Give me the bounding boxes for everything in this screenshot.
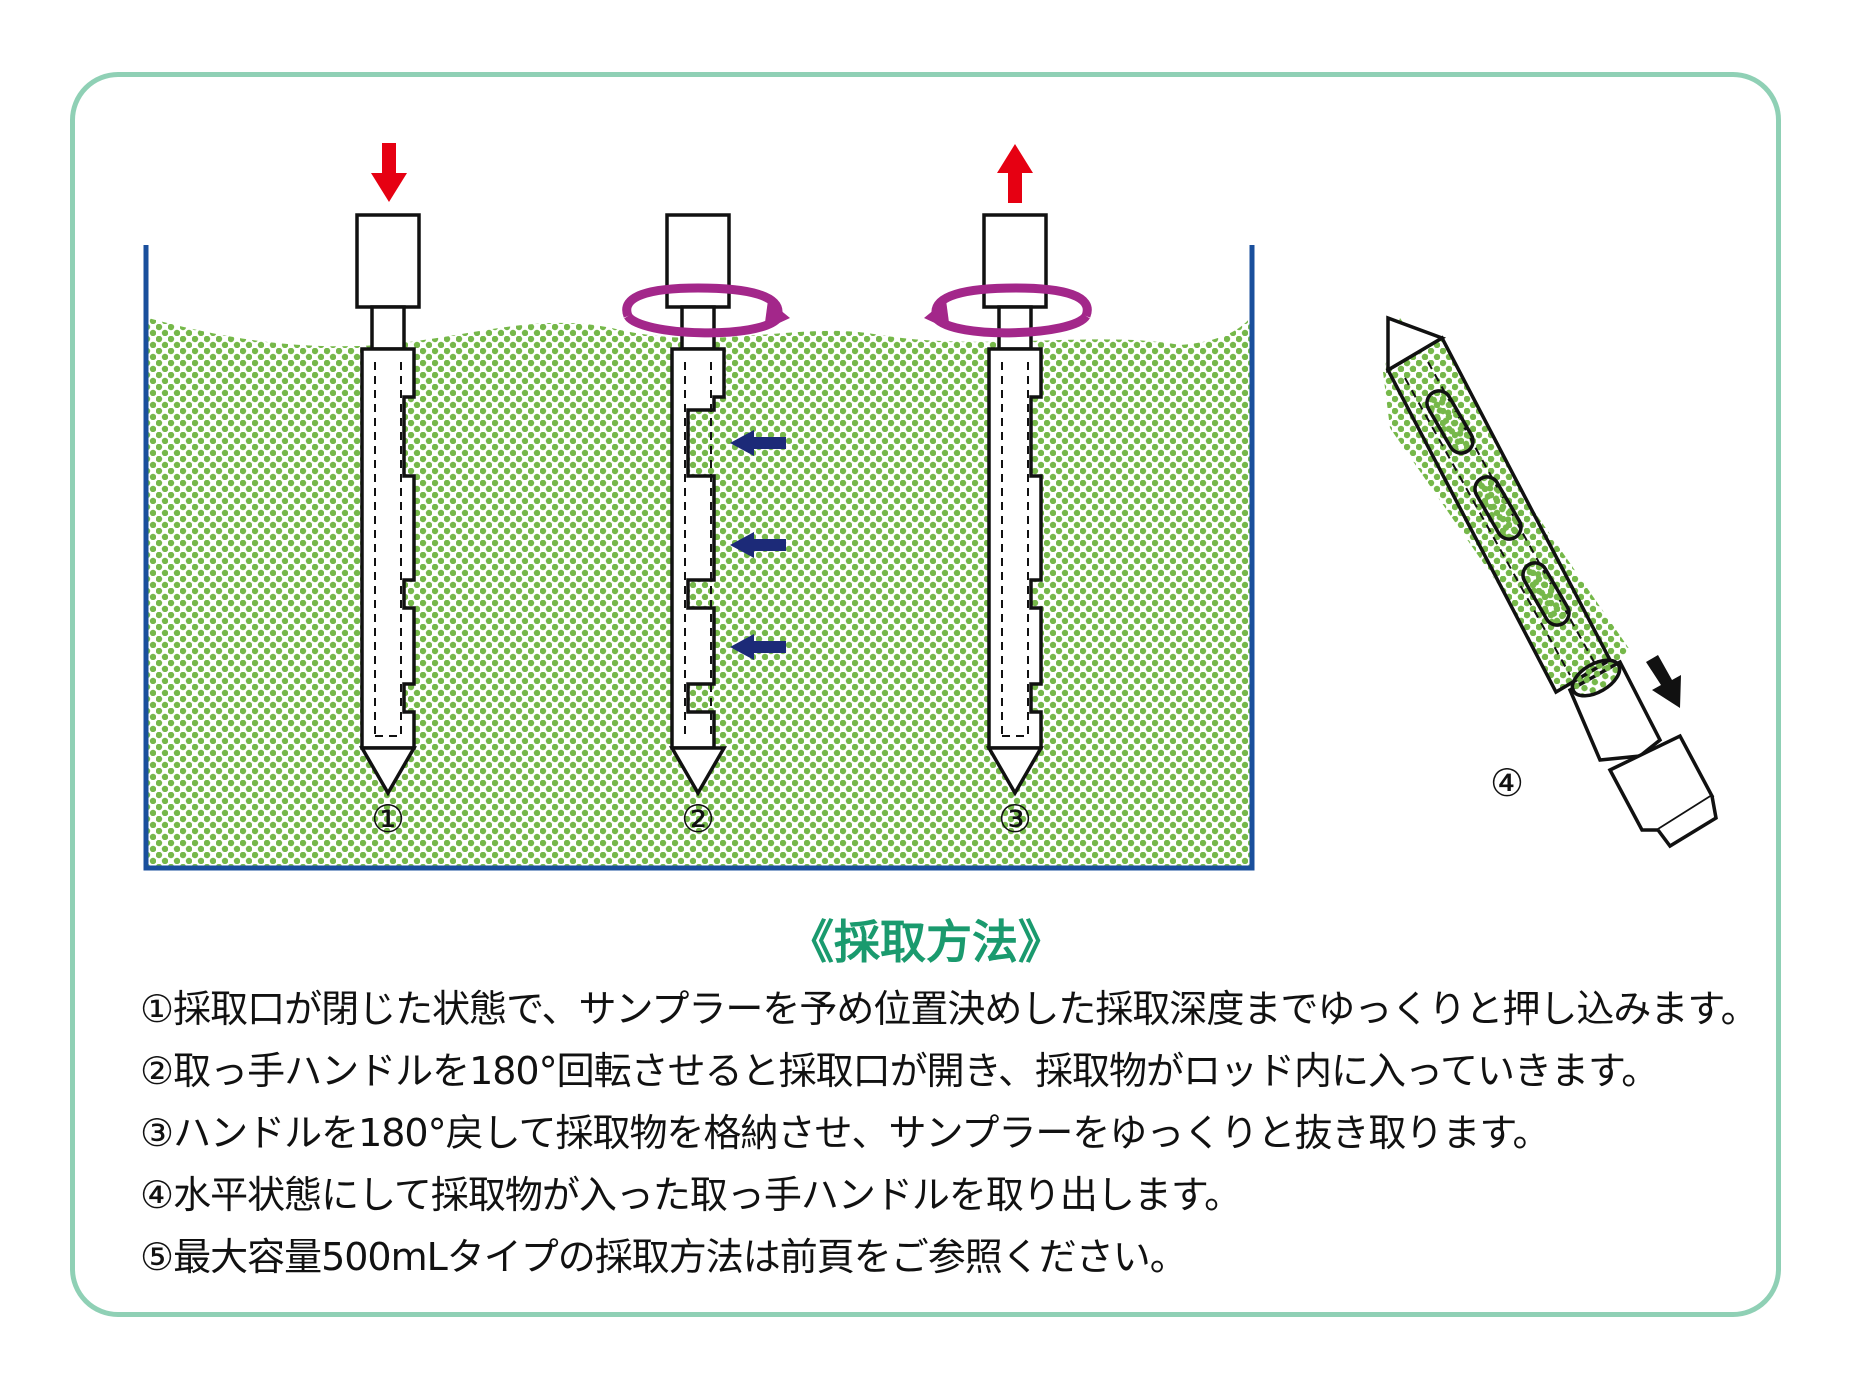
inflow-arrow-icon: [730, 634, 786, 660]
tank-outline: [143, 245, 1255, 871]
step-item-4: ④水平状態にして採取物が入った取っ手ハンドルを取り出します。: [140, 1173, 1242, 1217]
step-number-2: ②: [681, 797, 715, 841]
step-item-2: ②取っ手ハンドルを180°回転させると採取口が開き、採取物がロッド内に入っていき…: [140, 1049, 1659, 1093]
step-item-5: ⑤最大容量500mLタイプの採取方法は前頁をご参照ください。: [140, 1235, 1188, 1279]
withdraw-arrow-icon: [1646, 655, 1681, 708]
content-frame: [70, 72, 1781, 1317]
section-title: 《採取方法》: [788, 915, 1064, 969]
pull-up-arrow-icon: [997, 144, 1033, 203]
inflow-arrow-icon: [730, 430, 786, 456]
step-number-1: ①: [371, 797, 405, 841]
rotate-clockwise-arrow-icon: [622, 283, 783, 318]
sampler-1: [355, 143, 421, 797]
soil-fill: [148, 318, 1250, 866]
inflow-arrow-icon: [730, 532, 786, 558]
sampler-4: [1383, 315, 1718, 849]
step-item-3: ③ハンドルを180°戻して採取物を格納させ、サンプラーをゆっくりと抜き取ります。: [140, 1111, 1551, 1155]
step-number-4: ④: [1490, 761, 1524, 805]
step-list: ①採取口が閉じた状態で、サンプラーを予め位置決めした採取深度までゆっくりと押し込…: [140, 978, 1780, 1288]
sampler-3: [924, 144, 1092, 797]
push-down-arrow-icon: [371, 143, 407, 202]
rotate-counterclockwise-arrow-icon: [931, 283, 1092, 318]
step-number-3: ③: [998, 797, 1032, 841]
sampler-2: [622, 213, 790, 797]
step-item-1: ①採取口が閉じた状態で、サンプラーを予め位置決めした採取深度までゆっくりと押し込…: [140, 987, 1759, 1031]
